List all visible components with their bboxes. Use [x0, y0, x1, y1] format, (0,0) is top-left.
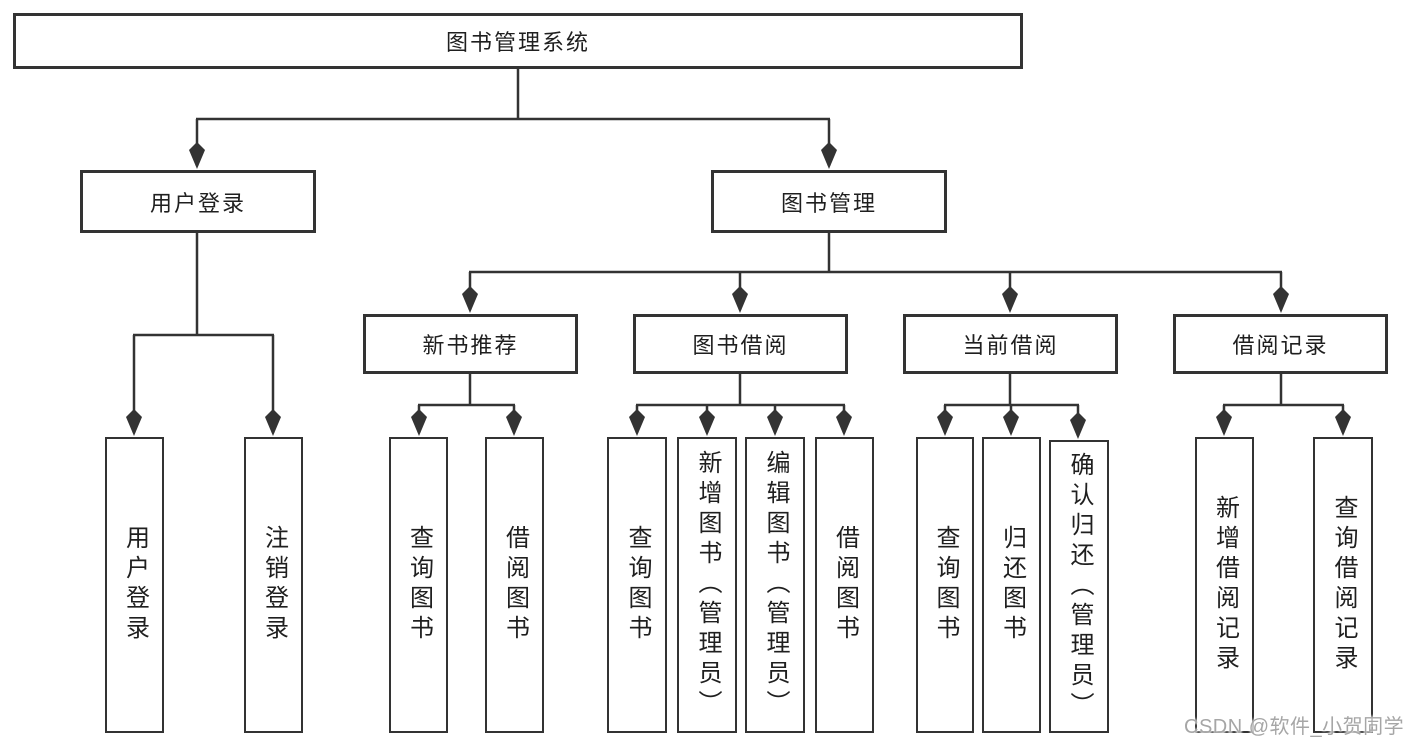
node-label: 新书推荐: [422, 333, 519, 358]
node-label: 新增图书（管理员）: [694, 450, 721, 720]
node-label: 图书借阅: [692, 333, 789, 358]
leaf-confirm-return-admin: 确认归还（管理员）: [1049, 440, 1109, 733]
leaf-user-login: 用户登录: [105, 437, 164, 733]
node-label: 用户登录: [121, 525, 149, 645]
node-label: 借阅图书: [831, 525, 859, 645]
node-label: 图书管理系统: [445, 30, 590, 55]
node-label: 注销登录: [260, 525, 288, 645]
node-label: 借阅记录: [1232, 333, 1329, 358]
node-label: 确认归还（管理员）: [1066, 451, 1093, 722]
node-book-borrowing: 图书借阅: [633, 314, 848, 374]
leaf-query-books-recommend: 查询图书: [389, 437, 448, 733]
node-user-login: 用户登录: [80, 170, 316, 233]
leaf-borrow-books-recommend: 借阅图书: [485, 437, 544, 733]
leaf-add-books-admin: 新增图书（管理员）: [677, 437, 737, 733]
csdn-watermark: CSDN @软件_小贺同学: [1184, 716, 1405, 738]
node-book-management: 图书管理: [711, 170, 947, 233]
leaf-logout: 注销登录: [244, 437, 303, 733]
node-label: 查询图书: [405, 525, 433, 645]
leaf-borrow-books: 借阅图书: [815, 437, 874, 733]
node-label: 查询图书: [932, 525, 959, 645]
node-library-management-system: 图书管理系统: [13, 13, 1023, 69]
leaf-edit-books-admin: 编辑图书（管理员）: [745, 437, 805, 733]
node-label: 查询图书: [624, 525, 651, 645]
node-label: 借阅图书: [501, 525, 529, 645]
leaf-add-borrow-record: 新增借阅记录: [1195, 437, 1254, 733]
leaf-query-books-borrowing: 查询图书: [607, 437, 667, 733]
node-current-borrowing: 当前借阅: [903, 314, 1118, 374]
node-borrowing-records: 借阅记录: [1173, 314, 1388, 374]
node-new-book-recommendation: 新书推荐: [363, 314, 578, 374]
node-label: 新增借阅记录: [1211, 495, 1239, 675]
leaf-query-books-current: 查询图书: [916, 437, 974, 733]
node-label: 用户登录: [149, 190, 246, 216]
node-label: 图书管理: [780, 190, 877, 216]
node-label: 编辑图书（管理员）: [762, 450, 789, 720]
node-label: 归还图书: [998, 525, 1026, 645]
node-label: 当前借阅: [962, 333, 1059, 358]
leaf-return-books: 归还图书: [982, 437, 1041, 733]
arrowheads: [126, 142, 1351, 439]
leaf-query-borrow-record: 查询借阅记录: [1313, 437, 1373, 733]
connector-segments: [132, 69, 1345, 436]
node-label: 查询借阅记录: [1330, 495, 1357, 675]
